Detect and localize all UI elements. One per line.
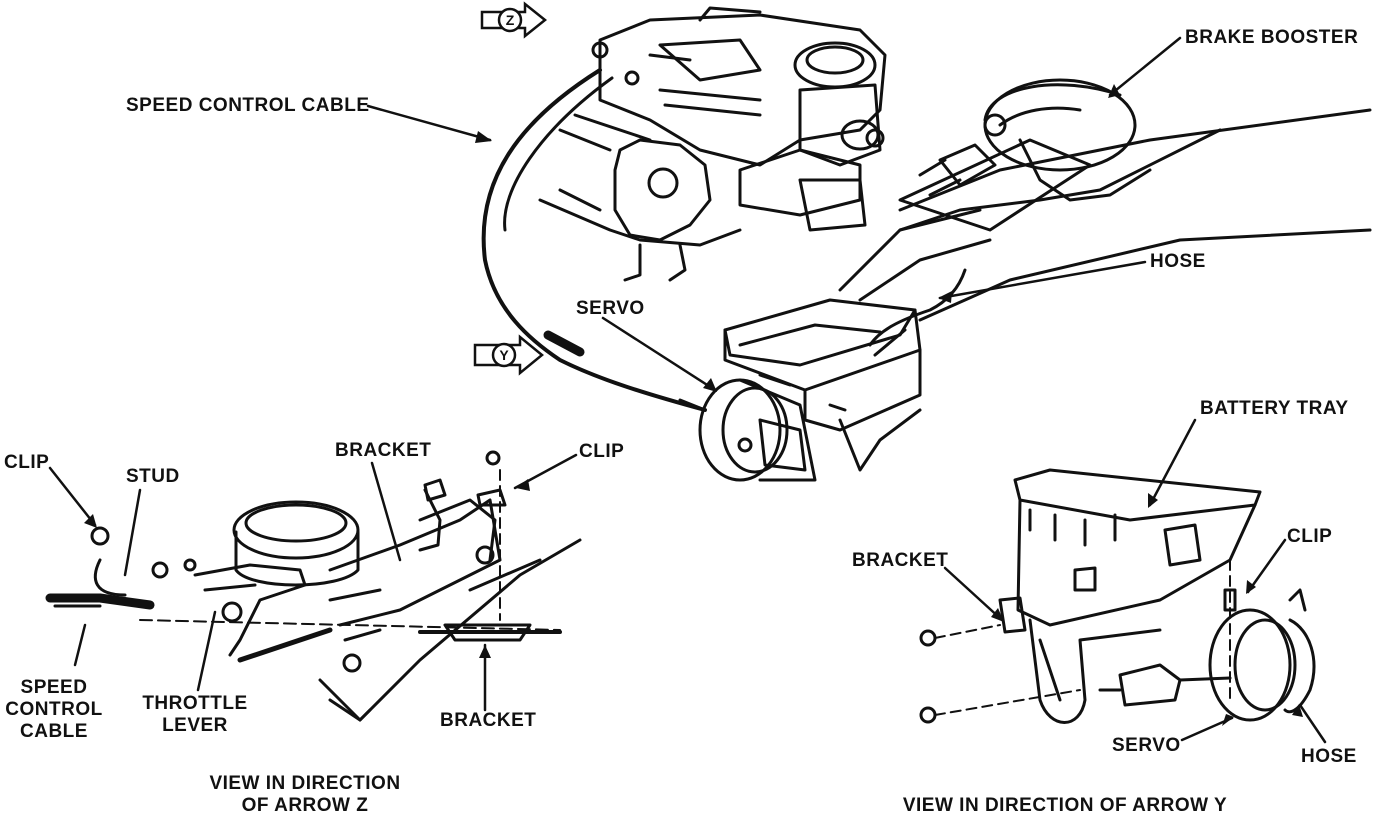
hose-main xyxy=(868,268,967,357)
label-clip-left: CLIP xyxy=(4,452,50,473)
label-servo-y: SERVO xyxy=(1112,735,1181,756)
label-throttle-lever: THROTTLE LEVER xyxy=(140,693,250,737)
label-speed-control-cable-z-line-1: SPEED xyxy=(20,677,88,698)
label-speed-control-cable-z: SPEED CONTROL CABLE xyxy=(0,677,108,743)
direction-arrow-y xyxy=(473,334,544,376)
caption-view-z-line-1: VIEW IN DIRECTION xyxy=(209,773,401,794)
carburetor-assembly xyxy=(591,6,887,232)
label-throttle-lever-line-2: LEVER xyxy=(162,715,228,736)
brake-booster-assembly xyxy=(898,78,1152,232)
label-speed-control-cable-z-line-3: CABLE xyxy=(20,721,88,742)
engine-block xyxy=(538,113,742,282)
label-battery-tray: BATTERY TRAY xyxy=(1200,398,1349,419)
label-bracket-z-top: BRACKET xyxy=(335,440,432,461)
label-stud: STUD xyxy=(126,466,180,487)
caption-view-z: VIEW IN DIRECTION OF ARROW Z xyxy=(170,773,440,817)
direction-arrow-z xyxy=(480,1,548,39)
label-clip-y: CLIP xyxy=(1287,526,1333,547)
label-speed-control-cable-z-line-2: CONTROL xyxy=(5,699,103,720)
caption-view-z-line-2: OF ARROW Z xyxy=(241,795,369,816)
view-y-drawing xyxy=(919,468,1316,724)
servo-main xyxy=(678,378,817,482)
speed-control-cable-main xyxy=(481,68,707,412)
view-z-drawing xyxy=(45,450,582,722)
label-clip-z: CLIP xyxy=(579,441,625,462)
label-bracket-y: BRACKET xyxy=(852,550,949,571)
arrow-z-letter: Z xyxy=(506,12,515,28)
label-brake-booster: BRAKE BOOSTER xyxy=(1185,27,1359,48)
frame-rail xyxy=(838,108,1372,322)
arrowheads xyxy=(84,84,1303,726)
label-speed-control-cable: SPEED CONTROL CABLE xyxy=(126,95,370,116)
label-servo-main: SERVO xyxy=(576,298,645,319)
label-throttle-lever-line-1: THROTTLE xyxy=(142,693,248,714)
caption-view-y: VIEW IN DIRECTION OF ARROW Y xyxy=(902,795,1228,816)
battery-tray-main xyxy=(723,298,922,472)
arrow-y-letter: Y xyxy=(499,347,509,363)
label-hose-main: HOSE xyxy=(1150,251,1206,272)
label-hose-y: HOSE xyxy=(1301,746,1357,767)
label-bracket-z-bottom: BRACKET xyxy=(440,710,537,731)
